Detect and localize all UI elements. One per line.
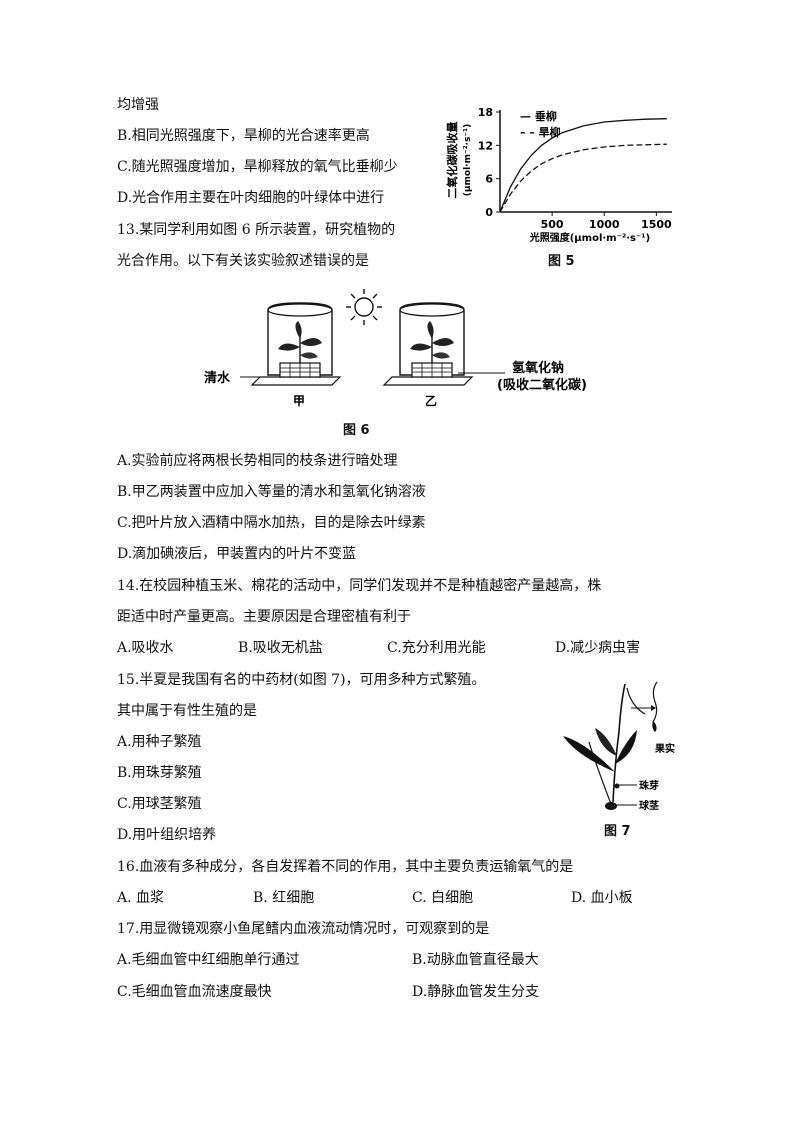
q15-option-b: B.用珠芽繁殖: [117, 765, 202, 781]
x-axis-label: 光照强度(μmol·m⁻²·s⁻¹): [529, 231, 651, 244]
q12-option-b: B.相同光照强度下，旱柳的光合速率更高: [117, 128, 370, 144]
q17-option-b: B.动脉血管直径最大: [412, 952, 539, 968]
figure-5-caption: 图 5: [548, 254, 575, 269]
sun-icon: [346, 289, 382, 325]
plant-b-icon: [410, 321, 454, 363]
y-tick-label: 0: [485, 206, 493, 219]
label-water: 清水: [204, 370, 231, 386]
q13-option-a: A.实验前应将两根长势相同的枝条进行暗处理: [117, 453, 398, 469]
q15-option-d: D.用叶组织培养: [117, 827, 217, 843]
figure-5-chart: 二氧化碳吸收量 (μmol·m⁻²·s⁻¹) 0 6 12 18 500 1000 150…: [445, 106, 672, 244]
q14-option-a: A.吸收水: [117, 640, 174, 656]
label-jar-b: 乙: [425, 394, 437, 408]
q16-option-b: B. 红细胞: [253, 890, 315, 906]
bell-jar-a: [250, 302, 342, 386]
q13-stem-2: 光合作用。以下有关该实验叙述错误的是: [117, 253, 369, 269]
q12-option-d: D.光合作用主要在叶肉细胞的叶绿体中进行: [117, 190, 385, 206]
label-jar-a: 甲: [293, 394, 305, 408]
series-line-hanliu: [499, 143, 667, 213]
y-tick-label: 18: [478, 106, 493, 119]
q13-option-d: D.滴加碘液后，甲装置内的叶片不变蓝: [117, 546, 357, 562]
y-tick-label: 12: [478, 139, 493, 152]
q15-stem-2: 其中属于有性生殖的是: [117, 703, 257, 719]
pinellia-plant-icon: [563, 681, 658, 810]
label-corm: 球茎: [639, 799, 659, 812]
figure-6-caption: 图 6: [343, 423, 370, 438]
figure-7-caption: 图 7: [604, 824, 631, 839]
x-tick-label: 500: [541, 218, 564, 231]
figure-6-diagram: 清水 氢氧化钠 (吸收二氧化碳) 甲 乙: [204, 289, 587, 408]
q14-option-b: B.吸收无机盐: [238, 640, 323, 656]
label-bulbil: 珠芽: [639, 779, 659, 792]
q17-option-a: A.毛细血管中红细胞单行通过: [117, 952, 300, 968]
q13-option-b: B.甲乙两装置中应加入等量的清水和氢氧化钠溶液: [117, 484, 426, 500]
q12-option-a-tail: 均增强: [117, 97, 159, 113]
x-tick-label: 1500: [641, 218, 672, 231]
q16-option-a: A. 血浆: [117, 890, 165, 906]
q16-stem: 16.血液有多种成分，各自发挥着不同的作用，其中主要负责运输氧气的是: [117, 859, 574, 875]
q14-option-d: D.减少病虫害: [555, 640, 641, 656]
q14-option-c: C.充分利用光能: [387, 640, 486, 656]
q16-option-c: C. 白细胞: [412, 890, 474, 906]
label-naoh: 氢氧化钠: [512, 360, 564, 376]
y-tick-label: 6: [485, 173, 493, 186]
y-axis-label-2: (μmol·m⁻²·s⁻¹): [463, 124, 473, 196]
q17-option-c: C.毛细血管血流速度最快: [117, 984, 272, 1000]
q16-option-d: D. 血小板: [571, 890, 633, 906]
label-fruit: 果实: [654, 742, 675, 755]
figure-7-diagram: 果实 珠芽 球茎: [563, 681, 675, 812]
q17-stem: 17.用显微镜观察小鱼尾鳍内血液流动情况时，可观察到的是: [117, 921, 490, 937]
q17-option-d: D.静脉血管发生分支: [412, 984, 540, 1000]
q15-stem-1: 15.半夏是我国有名的中药材(如图 7)，可用多种方式繁殖。: [117, 672, 486, 688]
q15-option-a: A.用种子繁殖: [117, 734, 202, 750]
q14-stem-2: 距适中时产量更高。主要原因是合理密植有利于: [117, 609, 411, 625]
legend-chuiliu: — 垂柳: [520, 109, 557, 123]
q13-option-c: C.把叶片放入酒精中隔水加热，目的是除去叶绿素: [117, 515, 426, 531]
arrow-head-icon: [651, 705, 656, 711]
plant-a-icon: [278, 321, 322, 363]
q13-stem-1: 13.某同学利用如图 6 所示装置，研究植物的: [117, 222, 396, 238]
x-tick-label: 1000: [589, 218, 620, 231]
legend-hanliu: – – 旱柳: [520, 125, 561, 139]
label-absorb-co2: (吸收二氧化碳): [497, 377, 587, 393]
y-axis-label-1: 二氧化碳吸收量: [445, 122, 459, 199]
q12-option-c: C.随光照强度增加，旱柳释放的氧气比垂柳少: [117, 159, 398, 175]
q14-stem-1: 14.在校园种植玉米、棉花的活动中，同学们发现并不是种植越密产量越高，株: [117, 578, 602, 594]
series-line-chuiliu: [499, 118, 667, 213]
q15-option-c: C.用球茎繁殖: [117, 796, 202, 812]
